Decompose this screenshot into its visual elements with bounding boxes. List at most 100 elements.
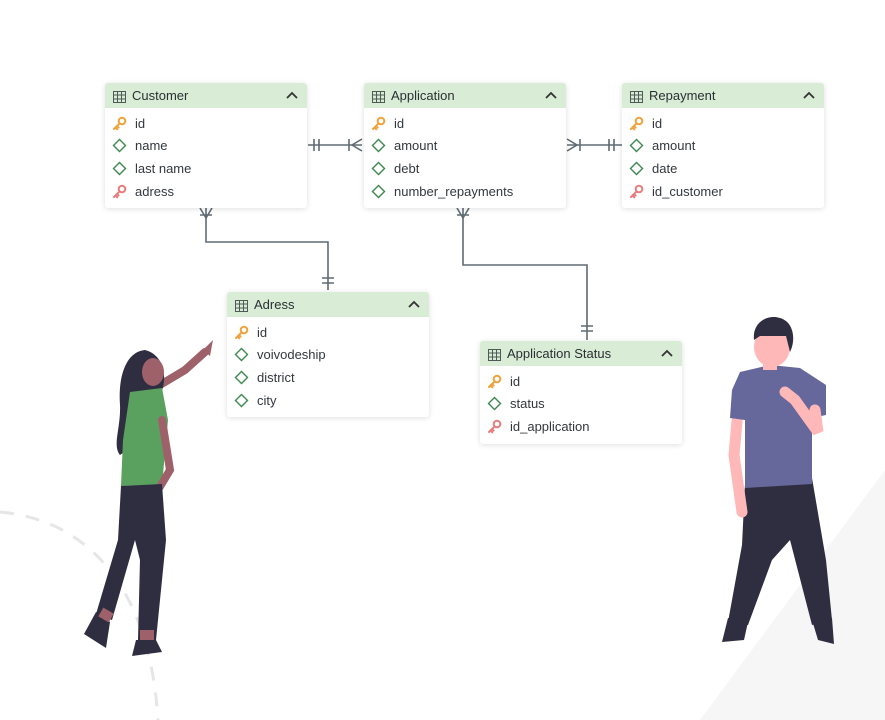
table-column-row[interactable]: amount (622, 135, 824, 158)
column-name: id_customer (652, 183, 723, 199)
table-column-row[interactable]: id_customer (622, 180, 824, 203)
primary-key-icon (371, 116, 386, 131)
table-column-row[interactable]: id (480, 370, 682, 393)
primary-key-icon (629, 116, 644, 131)
table-column-row[interactable]: id (622, 112, 824, 135)
table-column-row[interactable]: debt (364, 157, 566, 180)
table-column-row[interactable]: adress (105, 180, 307, 203)
table-header[interactable]: Customer (105, 83, 307, 108)
column-list: id amount debt number_repayments (364, 108, 566, 208)
column-diamond-icon (629, 138, 644, 153)
table-grid-icon (372, 90, 385, 103)
column-name: district (257, 369, 295, 385)
column-name: debt (394, 160, 420, 176)
table-title: Application (391, 88, 455, 103)
table-column-row[interactable]: voivodeship (227, 344, 429, 367)
column-name: amount (652, 138, 696, 154)
table-column-row[interactable]: date (622, 157, 824, 180)
foreign-key-icon (487, 419, 502, 434)
one-marker-adress (322, 277, 334, 284)
column-name: number_repayments (394, 183, 514, 199)
man-legs (728, 478, 832, 625)
background-shape (700, 470, 885, 720)
chevron-up-icon[interactable] (407, 298, 421, 312)
column-diamond-icon (234, 393, 249, 408)
table-title: Adress (254, 297, 295, 312)
column-name: date (652, 160, 678, 176)
woman-hand (203, 340, 213, 356)
chevron-up-icon[interactable] (285, 89, 299, 103)
table-application[interactable]: Application id amount debt number_repayment… (364, 83, 566, 209)
table-title: Customer (132, 88, 189, 103)
table-column-row[interactable]: amount (364, 135, 566, 158)
column-name: id (510, 373, 521, 389)
column-name: city (257, 392, 277, 408)
table-header[interactable]: Application Status (480, 341, 682, 366)
table-column-row[interactable]: id (364, 112, 566, 135)
table-grid-icon (113, 90, 126, 103)
table-adress[interactable]: Adress id voivodeship district city (227, 292, 429, 418)
table-grid-icon (488, 348, 501, 361)
man-shirt (730, 365, 826, 488)
column-name: id (394, 115, 405, 131)
chevron-up-icon[interactable] (660, 347, 674, 361)
table-header[interactable]: Application (364, 83, 566, 108)
man-hair (753, 316, 794, 352)
table-column-row[interactable]: id_application (480, 415, 682, 438)
man-face (754, 327, 790, 367)
table-grid-icon (630, 90, 643, 103)
table-header[interactable]: Adress (227, 292, 429, 317)
table-title: Application Status (507, 346, 612, 361)
column-diamond-icon (234, 347, 249, 362)
man-left-arm (728, 404, 748, 518)
table-column-row[interactable]: id (227, 321, 429, 344)
woman-shoe-right (132, 640, 162, 656)
table-header[interactable]: Repayment (622, 83, 824, 108)
column-list: id voivodeship district city (227, 317, 429, 417)
table-column-row[interactable]: city (227, 389, 429, 412)
one-marker-customer (313, 139, 320, 151)
table-column-row[interactable]: name (105, 135, 307, 158)
column-list: id amount date id_customer (622, 108, 824, 208)
table-application-status[interactable]: Application Status id status id_applicatio… (480, 341, 682, 444)
woman-legs (96, 484, 166, 640)
table-column-row[interactable]: number_repayments (364, 180, 566, 203)
many-marker-application-bottom (456, 207, 470, 220)
man-shoe-right (812, 618, 834, 644)
table-column-row[interactable]: id (105, 112, 307, 135)
table-column-row[interactable]: status (480, 393, 682, 416)
primary-key-icon (487, 374, 502, 389)
one-marker-status (581, 325, 593, 332)
many-marker-application (348, 138, 363, 152)
connector-customer-adress (205, 208, 329, 290)
table-repayment[interactable]: Repayment id amount date id_customer (622, 83, 824, 209)
connector-application-status (462, 208, 588, 340)
foreign-key-icon (629, 184, 644, 199)
column-name: voivodeship (257, 347, 326, 363)
column-diamond-icon (234, 370, 249, 385)
one-marker-repayment (608, 139, 615, 151)
column-diamond-icon (371, 184, 386, 199)
column-diamond-icon (487, 396, 502, 411)
primary-key-icon (234, 325, 249, 340)
column-name: id (135, 115, 146, 131)
chevron-up-icon[interactable] (802, 89, 816, 103)
woman-face (142, 358, 164, 386)
man-shoe-left (722, 618, 748, 642)
table-column-row[interactable]: district (227, 366, 429, 389)
column-diamond-icon (112, 161, 127, 176)
column-name: id_application (510, 418, 590, 434)
man-right-arm (779, 386, 824, 436)
foreign-key-icon (112, 184, 127, 199)
chevron-up-icon[interactable] (544, 89, 558, 103)
column-diamond-icon (371, 138, 386, 153)
table-column-row[interactable]: last name (105, 157, 307, 180)
many-marker-customer (199, 207, 213, 220)
primary-key-icon (112, 116, 127, 131)
woman-raised-arm (151, 348, 209, 392)
column-name: amount (394, 138, 438, 154)
